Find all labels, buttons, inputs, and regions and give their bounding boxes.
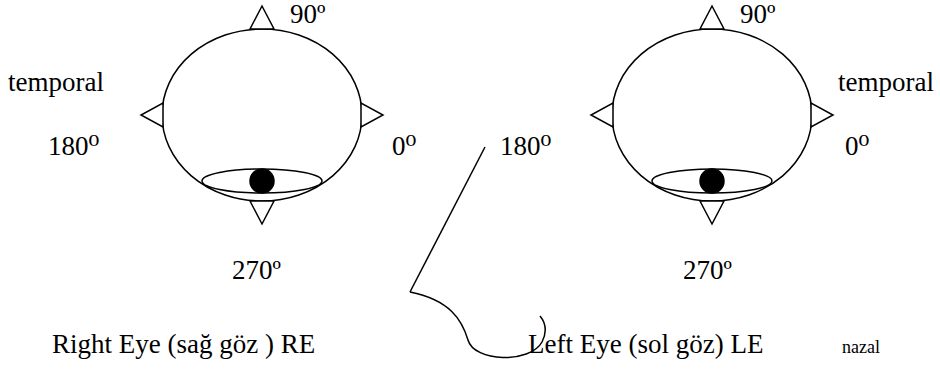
axis-label: temporal (8, 68, 104, 98)
axis-marker (591, 103, 613, 127)
nose-tip (410, 292, 545, 358)
axis-label: 180⁰ (48, 132, 99, 162)
axis-marker (250, 6, 274, 29)
axis-label: temporal (838, 68, 934, 98)
axis-label: 90º (290, 0, 325, 30)
axis-label: 270º (683, 256, 732, 286)
axis-marker (250, 201, 274, 224)
axis-label: 0⁰ (845, 132, 869, 162)
eye-slit (202, 169, 322, 193)
axis-label: 0⁰ (392, 132, 416, 162)
axis-label: 180⁰ (500, 132, 551, 162)
axis-marker (141, 103, 163, 127)
left-eye (591, 6, 833, 224)
axis-marker (811, 103, 833, 127)
right-eye (141, 6, 383, 224)
eye-caption: nazal (842, 338, 880, 358)
eye-caption: Left Eye (sol göz) LE (528, 330, 763, 360)
axis-label: 270º (232, 256, 281, 286)
eye-outline (162, 29, 362, 201)
nose-bridge (410, 147, 485, 292)
eye-caption: Right Eye (sağ göz ) RE (52, 330, 315, 360)
axis-marker (361, 103, 383, 127)
axis-marker (700, 6, 724, 29)
pupil (250, 169, 274, 193)
eye-slit (652, 169, 772, 193)
nose (410, 147, 545, 358)
pupil (700, 169, 724, 193)
axis-marker (700, 201, 724, 224)
eye-outline (612, 29, 812, 201)
axis-label: 90º (740, 0, 775, 30)
